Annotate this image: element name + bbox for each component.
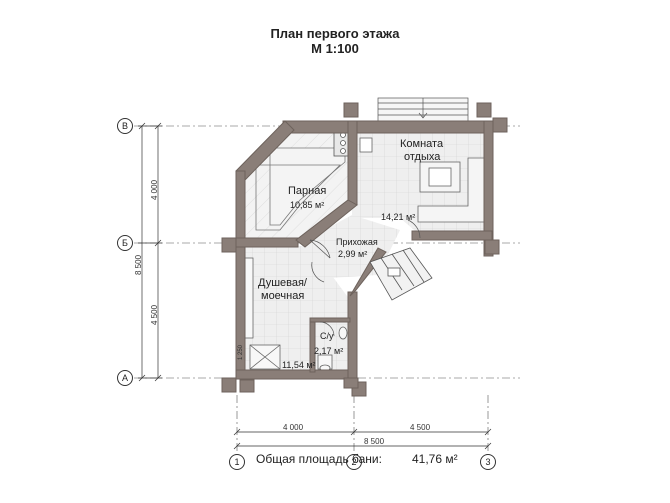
axis-col-2: 2 [346, 454, 362, 470]
room-dushevaya-name-1: Душевая/ [258, 277, 307, 289]
plan-scale: М 1:100 [311, 41, 359, 56]
room-su-name: С/у [320, 331, 334, 341]
total-area-value: 41,76 м² [412, 452, 458, 466]
room-prihozhaya-area: 2,99 м² [338, 249, 368, 259]
axis-col-3: 3 [480, 454, 496, 470]
porch-steps-top [377, 97, 469, 125]
axis-row-v: В [117, 118, 133, 134]
room-komnata-area: 14,21 м² [381, 212, 416, 222]
dim-small-mark: 1 250 [238, 344, 244, 360]
room-komnata-name-2: отдыха [404, 151, 441, 163]
room-prihozhaya-name: Прихожая [336, 237, 378, 247]
room-dushevaya-area: 11,54 м² [282, 360, 316, 370]
dim-bottom-total: 8 500 [364, 437, 385, 446]
bathroom-fixtures [244, 257, 348, 372]
axis-row-b: Б [117, 235, 133, 251]
left-dimension-lines [138, 122, 162, 382]
total-area-label: Общая площадь бани: [256, 452, 382, 466]
dim-left-lower: 4 500 [150, 304, 159, 325]
room-su-area: 2,17 м² [314, 346, 344, 356]
entrance-glass [369, 247, 433, 301]
axis-col-1: 1 [229, 454, 245, 470]
room-dushevaya-name-2: моечная [261, 290, 305, 302]
doors [309, 219, 421, 337]
dim-bottom-right: 4 500 [410, 423, 431, 432]
room-komnata-name-1: Комната [400, 138, 444, 150]
dim-bottom-left: 4 000 [283, 423, 304, 432]
lounge-furniture [359, 137, 485, 223]
plan-title: План первого этажа [270, 26, 400, 41]
dim-left-upper: 4 000 [150, 179, 159, 200]
dim-left-total: 8 500 [134, 254, 143, 275]
walls [221, 102, 508, 397]
room-parnaya-name: Парная [288, 185, 327, 197]
floor-dushevaya [245, 246, 350, 372]
room-parnaya-area: 10,85 м² [290, 200, 325, 210]
axis-row-a: А [117, 370, 133, 386]
bottom-dimension-lines [233, 428, 492, 450]
